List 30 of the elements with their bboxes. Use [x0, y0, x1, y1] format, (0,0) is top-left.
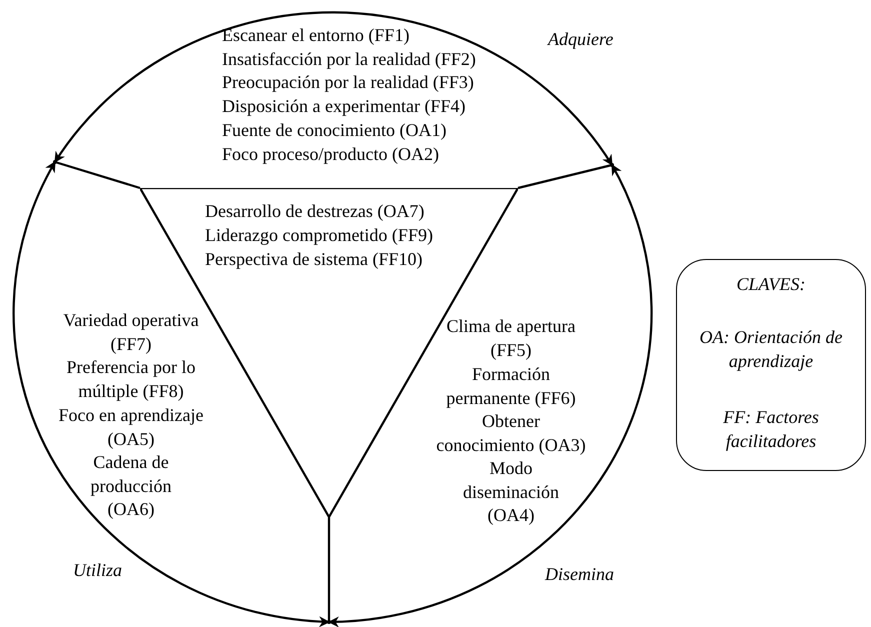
factor-text: Perspectiva de sistema (FF10)	[205, 248, 422, 271]
key-text: FF: Factores facilitadores	[722, 406, 820, 453]
key-text: OA: Orientación de aprendizaje	[698, 326, 844, 373]
junction-point	[327, 620, 331, 624]
factor-text: Cadena de producción (OA6)	[90, 451, 172, 522]
factor-text: Escanear el entorno (FF1)	[222, 24, 410, 47]
factor-text: Modo diseminación (OA4)	[462, 457, 560, 528]
key-heading: CLAVES:	[735, 273, 807, 296]
divider-line	[328, 517, 330, 622]
factor-text: Variedad operativa (FF7)	[62, 309, 200, 356]
edge-label: Utiliza	[73, 559, 122, 582]
factor-text: Disposición a experimentar (FF4)	[222, 95, 466, 118]
factor-text: Liderazgo comprometido (FF9)	[205, 224, 433, 247]
junction-point	[610, 163, 614, 167]
junction-point	[53, 160, 57, 164]
factor-text: Formación permanente (FF6)	[445, 363, 577, 410]
factor-text: Preocupación por la realidad (FF3)	[222, 71, 474, 94]
factor-text: Foco en aprendizaje (OA5)	[58, 404, 204, 451]
factor-text: Clima de apertura (FF5)	[446, 315, 576, 362]
factor-text: Obtener conocimiento (OA3)	[436, 410, 586, 457]
edge-label: Disemina	[545, 563, 614, 586]
factor-text: Insatisfacción por la realidad (FF2)	[222, 48, 476, 71]
factor-text: Foco proceso/producto (OA2)	[222, 142, 439, 166]
factor-text: Preferencia por lo múltiple (FF8)	[66, 356, 196, 403]
edge-label: Adquiere	[548, 28, 614, 51]
arc-arrow	[54, 12, 613, 166]
divider-line	[54, 160, 140, 190]
divider-line	[518, 164, 612, 190]
factor-text: Fuente de conocimiento (OA1)	[222, 118, 446, 142]
factor-text: Desarrollo de destrezas (OA7)	[205, 200, 424, 223]
